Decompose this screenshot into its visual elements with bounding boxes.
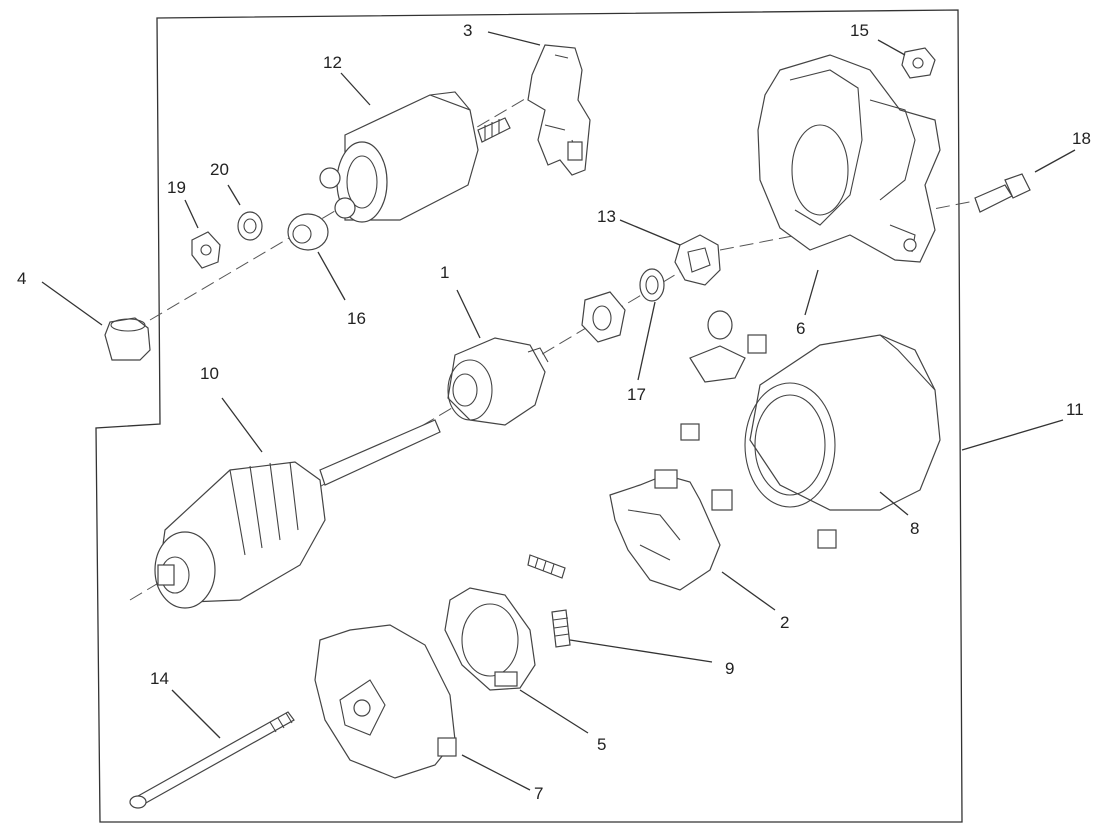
- part-9-spring: [527, 554, 571, 648]
- callout-1: 1: [440, 263, 449, 282]
- part-1-clutch: [447, 337, 549, 426]
- callout-19: 19: [167, 178, 186, 197]
- part-10-armature: [154, 419, 441, 609]
- part-3-lever: [527, 44, 591, 176]
- callout-4: 4: [17, 269, 26, 288]
- part-4-cap: [104, 317, 151, 361]
- callout-13: 13: [597, 207, 616, 226]
- callout-5: 5: [597, 735, 606, 754]
- callout-16: 16: [347, 309, 366, 328]
- part-19-nut: [191, 231, 221, 269]
- part-2-brush-holder: [609, 469, 721, 591]
- callout-8: 8: [910, 519, 919, 538]
- callout-14: 14: [150, 669, 169, 688]
- callout-6: 6: [796, 319, 805, 338]
- callout-7: 7: [534, 784, 543, 803]
- part-18-bolt: [974, 173, 1031, 213]
- part-17-ring: [581, 268, 665, 343]
- callout-12: 12: [323, 53, 342, 72]
- part-5-plate: [444, 587, 536, 691]
- callout-2: 2: [780, 613, 789, 632]
- callout-17: 17: [627, 385, 646, 404]
- part-20-washer: [237, 211, 263, 241]
- part-7-end-frame: [314, 624, 457, 779]
- callout-20: 20: [210, 160, 229, 179]
- callout-9: 9: [725, 659, 734, 678]
- callout-18: 18: [1072, 129, 1091, 148]
- callout-11: 11: [1066, 400, 1084, 419]
- leader-lines: [41, 31, 1076, 791]
- part-14-bolt: [129, 711, 295, 809]
- part-16-boot: [287, 213, 329, 251]
- part-15-nut: [901, 47, 936, 79]
- callout-3: 3: [463, 21, 472, 40]
- assembly-boundary: [95, 9, 963, 823]
- part-8-yoke: [680, 310, 941, 549]
- part-6-housing: [757, 54, 941, 263]
- part-13-cap: [674, 234, 721, 286]
- callout-10: 10: [200, 364, 219, 383]
- part-12-solenoid: [319, 91, 511, 223]
- callout-15: 15: [850, 21, 869, 40]
